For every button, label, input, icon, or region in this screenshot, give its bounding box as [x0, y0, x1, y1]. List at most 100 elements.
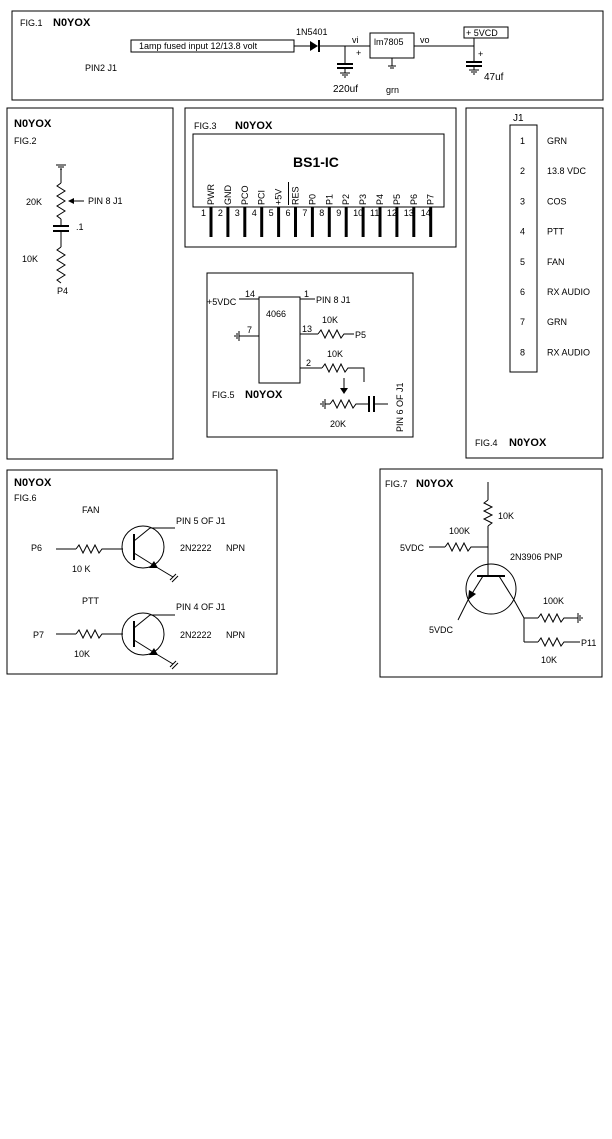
j1-pin-number: 2	[520, 166, 525, 176]
j1-pin-number: 1	[520, 136, 525, 146]
fig7-rbase-label: 100K	[449, 526, 470, 536]
bs1-pin-name: P2	[341, 194, 351, 205]
chip-4066	[258, 296, 301, 384]
fig6-npn2-label: NPN	[226, 630, 245, 640]
fig2-panel: N0YOX FIG.2 20K PIN 8 J1 .1 10K P4	[6, 107, 174, 460]
j1-pin-number: 6	[520, 287, 525, 297]
fig1-vi-label: vi	[352, 35, 359, 45]
bs1-pin-number: 10	[353, 208, 363, 218]
j1-pin-name: RX AUDIO	[547, 347, 590, 357]
bs1-pin-number: 12	[387, 208, 397, 218]
bs1-pin-number: 8	[319, 208, 324, 218]
fig1-ground-label: grn	[386, 85, 399, 95]
fig1-output-label: + 5VCD	[466, 28, 498, 38]
bs1-pin-name: +5V	[274, 189, 284, 205]
fig7-vdc-emitter: 5VDC	[429, 625, 454, 635]
bs1-pin-name: P5	[392, 194, 402, 205]
fig6-r2-label: 10K	[74, 649, 90, 659]
fig1-diode-label: 1N5401	[296, 27, 328, 37]
fig2-callsign: N0YOX	[14, 118, 52, 130]
fig6-panel: N0YOX FIG.6 FAN PIN 5 OF J1 P6 10 K 2N22…	[6, 469, 278, 675]
fig2-label: FIG.2	[14, 136, 37, 146]
bs1-pin-name: GND	[223, 185, 233, 206]
fig5-pin14: 14	[245, 289, 255, 299]
fig5-pin2: 2	[306, 358, 311, 368]
fig1-regulator-label: lm7805	[374, 37, 404, 47]
fig7-p11-label: P11	[581, 638, 596, 648]
fig3-panel: FIG.3 N0YOX BS1-IC PWR1GND2PCO3PCI4+5V5R…	[184, 107, 457, 248]
j1-pin-name: GRN	[547, 136, 567, 146]
j1-pin-name: 13.8 VDC	[547, 166, 587, 176]
j1-pin-number: 3	[520, 196, 525, 206]
fig5-vcc-label: +5VDC	[207, 297, 237, 307]
bs1-pin-number: 7	[302, 208, 307, 218]
fig5-pin8-label: PIN 8 J1	[316, 295, 351, 305]
fig1-panel: FIG.1 N0YOX 1amp fused input 12/13.8 vol…	[11, 10, 604, 101]
bs1-ic-chip	[192, 133, 445, 208]
j1-pin-name: PTT	[547, 227, 565, 237]
fig7-rp11-label: 10K	[541, 655, 557, 665]
fig7-panel: FIG.7 N0YOX 10K 100K 5VDC 2N3906 PNP 5VD…	[379, 468, 603, 678]
fig3-callsign: N0YOX	[235, 120, 273, 132]
fig7-rtop-label: 10K	[498, 511, 514, 521]
fig1-cap2-label: 47uf	[484, 72, 504, 83]
fig6-p7-label: P7	[33, 630, 44, 640]
bs1-pin-number: 2	[218, 208, 223, 218]
diode-symbol	[310, 41, 318, 51]
fig5-pin1: 1	[304, 289, 309, 299]
bs1-pin-name: PWR	[206, 184, 216, 205]
fig2-r1-label: 20K	[26, 197, 42, 207]
fig5-p5-label: P5	[355, 330, 366, 340]
bs1-pin-number: 5	[269, 208, 274, 218]
fig5-r2-label: 10K	[327, 349, 343, 359]
bs1-pin-name: RES	[291, 186, 301, 205]
fig5-callsign: N0YOX	[245, 389, 283, 401]
fig3-pins: PWR1GND2PCO3PCI4+5V5RES6P07P18P29P310P41…	[201, 182, 436, 237]
fig6-ptt-label: PTT	[82, 596, 100, 606]
bs1-pin-name: P0	[307, 194, 317, 205]
bs1-pin-name: P7	[426, 194, 436, 205]
bs1-pin-number: 4	[252, 208, 257, 218]
fig3-label: FIG.3	[194, 121, 217, 131]
bs1-pin-number: 6	[286, 208, 291, 218]
bs1-pin-number: 13	[404, 208, 414, 218]
fig6-r1-label: 10 K	[72, 564, 91, 574]
bs1-pin-name: PCI	[257, 190, 267, 205]
bs1-pin-name: P1	[324, 194, 334, 205]
fig1-vo-label: vo	[420, 35, 430, 45]
fig5-pot-label: 20K	[330, 419, 346, 429]
fig2-port-label: P4	[57, 286, 68, 296]
fig6-fan-pin: PIN 5 OF J1	[176, 516, 226, 526]
fig1-callsign: N0YOX	[53, 17, 91, 29]
bs1-pin-number: 1	[201, 208, 206, 218]
fig4-label: FIG.4	[475, 438, 498, 448]
fig5-chip-label: 4066	[266, 309, 286, 319]
fig5-pin13: 13	[302, 324, 312, 334]
fig1-label: FIG.1	[20, 18, 43, 28]
bs1-pin-name: PCO	[240, 185, 250, 205]
fig4-callsign: N0YOX	[509, 437, 547, 449]
fig1-cap1-label: 220uf	[333, 84, 358, 95]
fig6-t1-label: 2N2222	[180, 543, 212, 553]
fig6-p6-label: P6	[31, 543, 42, 553]
j1-pin-number: 5	[520, 257, 525, 267]
fig7-rgnd-label: 100K	[543, 596, 564, 606]
bs1-pin-number: 3	[235, 208, 240, 218]
fig1-input-label: 1amp fused input 12/13.8 volt	[139, 41, 258, 51]
fig5-label: FIG.5	[212, 390, 235, 400]
fig5-panel: 4066 +5VDC 14 1 PIN 8 J1 7 13 10K P5 2 1…	[206, 272, 414, 438]
j1-pin-name: RX AUDIO	[547, 287, 590, 297]
bs1-pin-number: 14	[421, 208, 431, 218]
j1-pin-name: GRN	[547, 317, 567, 327]
j1-pin-number: 7	[520, 317, 525, 327]
fig6-ptt-pin: PIN 4 OF J1	[176, 602, 226, 612]
j1-connector	[509, 124, 538, 373]
fig7-label: FIG.7	[385, 479, 408, 489]
fig6-t2-label: 2N2222	[180, 630, 212, 640]
bs1-pin-name: P6	[409, 194, 419, 205]
fig5-r1-label: 10K	[322, 315, 338, 325]
fig1-cap2-plus: +	[478, 49, 483, 59]
j1-pin-number: 8	[520, 347, 525, 357]
